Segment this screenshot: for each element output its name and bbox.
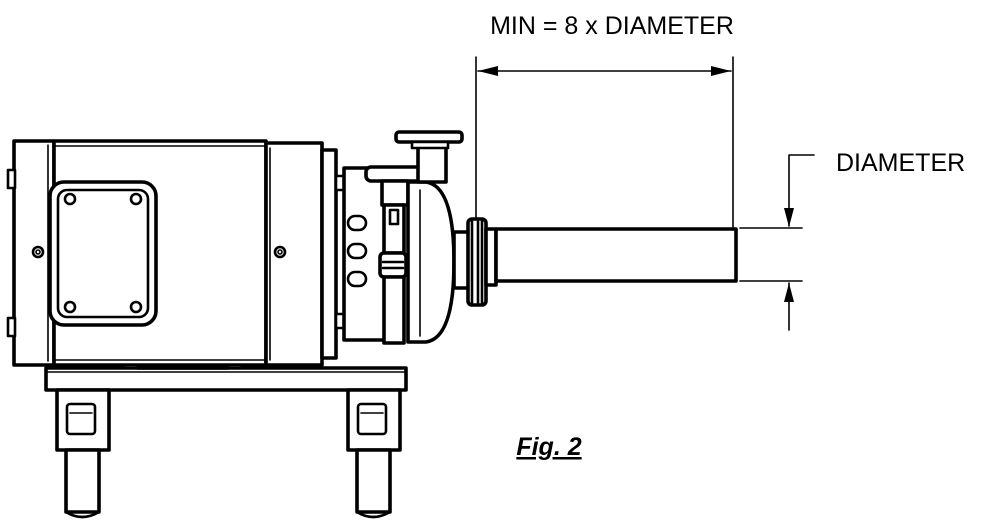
- outlet-flange: [452, 217, 498, 307]
- min-length-dimension: MIN = 8 x DIAMETER: [475, 12, 734, 228]
- motor-flange: [264, 141, 346, 367]
- base-plate: [44, 366, 408, 392]
- dimension-arrowhead: [711, 66, 731, 76]
- dimension-arrowhead: [784, 208, 794, 227]
- discharge-pipe: [494, 227, 738, 283]
- min-length-label: MIN = 8 x DIAMETER: [490, 12, 734, 40]
- left-leg: [55, 388, 111, 519]
- clamp: [364, 165, 424, 345]
- motor-body: [48, 139, 268, 367]
- pump-motor-drawing: [6, 130, 498, 519]
- dimension-arrowhead: [784, 283, 794, 302]
- diameter-dimension: DIAMETER: [739, 149, 965, 331]
- diameter-label: DIAMETER: [836, 149, 965, 177]
- motor-end-cap: [6, 139, 56, 367]
- pump-casing: [406, 180, 456, 344]
- dimension-arrowhead: [478, 66, 498, 76]
- figure-caption: Fig. 2: [516, 433, 581, 461]
- right-leg: [346, 388, 402, 519]
- inlet-port: [394, 130, 464, 184]
